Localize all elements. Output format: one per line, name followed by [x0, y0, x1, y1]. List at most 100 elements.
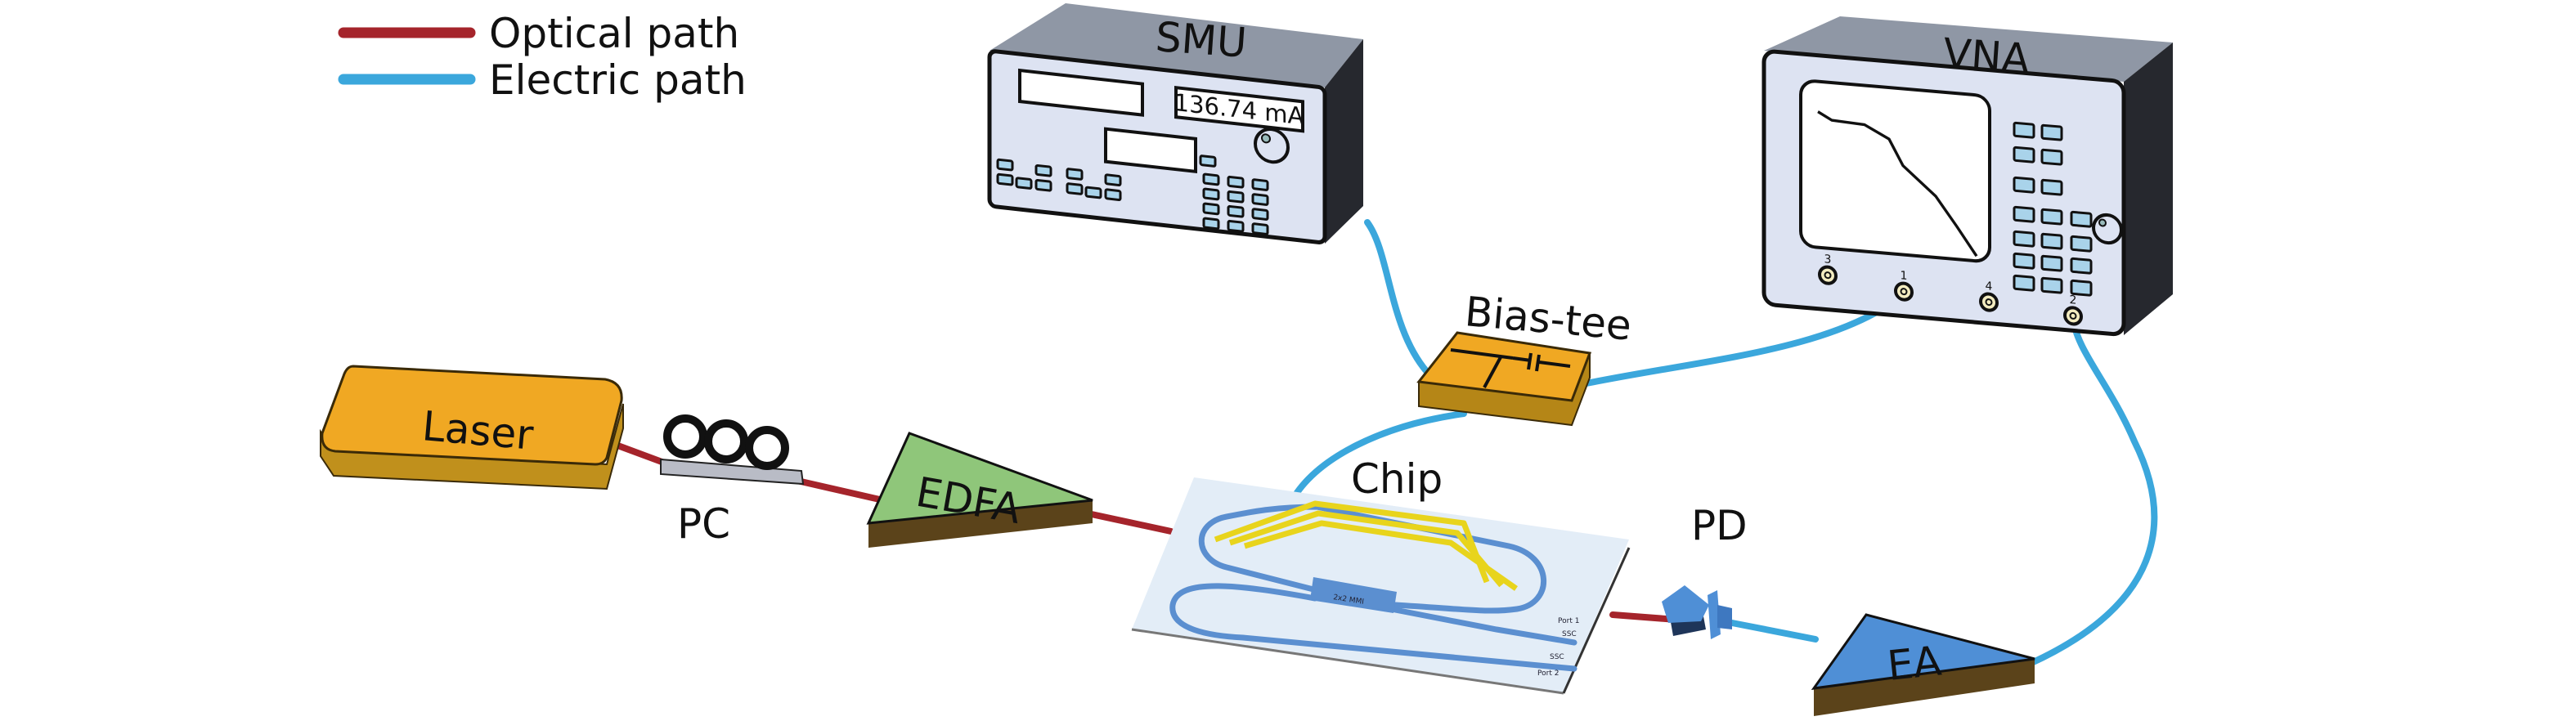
cable-biastee-chip — [1289, 410, 1467, 504]
chip-port2-label: Port 2 — [1537, 670, 1559, 678]
vna-button[interactable] — [2040, 123, 2063, 141]
legend-optical-label: Optical path — [489, 10, 739, 57]
smu-button[interactable] — [1202, 217, 1220, 231]
vna-side-face — [2124, 43, 2173, 335]
smu-label: SMU — [1154, 13, 1248, 67]
vna-port-3[interactable]: 3 — [1818, 253, 1838, 285]
vna-button-grid — [2013, 121, 2093, 297]
smu-button[interactable] — [1202, 187, 1220, 201]
ea-label: EA — [1885, 637, 1943, 690]
smu-button[interactable] — [1104, 173, 1122, 186]
vna-button[interactable] — [2070, 235, 2093, 253]
chip-waveguides — [1169, 504, 1577, 672]
vna-button[interactable] — [2040, 208, 2063, 226]
pc-loop-2 — [704, 419, 748, 464]
vna-ports: 3 1 4 2 — [1818, 253, 2083, 326]
vna-port-label: 1 — [1901, 269, 1908, 283]
edfa-side — [868, 500, 1093, 548]
vna-button[interactable] — [2013, 230, 2035, 248]
vna-button[interactable] — [2013, 274, 2035, 292]
legend-electric-label: Electric path — [489, 56, 747, 104]
fiber-chip-pd — [1609, 611, 1680, 623]
smu-button[interactable] — [1227, 204, 1245, 218]
smu-button[interactable] — [1199, 154, 1217, 168]
vna-knob[interactable] — [2092, 213, 2123, 245]
smu-instrument: SMU 136.74 mA — [987, 3, 1363, 244]
vna-port-label: 2 — [2070, 293, 2077, 307]
edfa-top — [866, 432, 1093, 525]
pd-label: PD — [1691, 502, 1748, 549]
vna-port-2[interactable]: 2 — [2063, 293, 2083, 326]
electrical-amplifier: EA — [1811, 613, 2035, 716]
chip-port1-label: Port 1 — [1558, 617, 1579, 625]
bias-tee-circuit-symbol — [1450, 348, 1571, 388]
vna-port-1[interactable]: 1 — [1894, 269, 1914, 302]
cable-ea-vna — [2026, 316, 2158, 667]
smu-display-secondary — [1104, 127, 1197, 174]
vna-top-face — [1764, 16, 2173, 82]
smu-button[interactable] — [1251, 222, 1269, 235]
vna-button[interactable] — [2040, 178, 2063, 196]
smu-button-grid — [996, 154, 1269, 235]
photodetector: PD — [1662, 502, 1748, 639]
polarization-controller: PC — [660, 414, 805, 548]
chip: 2x2 MMI Port 1 SSC SSC Port 2 Chip — [1131, 455, 1631, 695]
vna-button[interactable] — [2040, 148, 2063, 166]
vna-screen — [1799, 79, 1991, 263]
smu-button[interactable] — [1066, 168, 1084, 181]
vna-button[interactable] — [2040, 232, 2063, 250]
smu-button[interactable] — [1202, 172, 1220, 186]
smu-button[interactable] — [1084, 186, 1102, 199]
vna-button[interactable] — [2040, 254, 2063, 272]
pc-loop-1 — [663, 414, 707, 459]
smu-button[interactable] — [1015, 177, 1033, 190]
vna-button[interactable] — [2040, 276, 2063, 294]
cable-smu-biastee — [1364, 219, 1430, 375]
vna-port-label: 4 — [1986, 280, 1993, 293]
ea-side — [1814, 659, 2035, 716]
smu-display-main — [1018, 68, 1144, 117]
smu-side-face — [1325, 39, 1363, 244]
chip-label: Chip — [1351, 455, 1443, 503]
cable-pd-ea — [1729, 620, 1819, 643]
smu-knob[interactable] — [1254, 127, 1290, 164]
smu-button[interactable] — [1066, 182, 1084, 195]
chip-mmi — [1310, 577, 1397, 613]
bias-tee: Bias-tee — [1416, 288, 1633, 427]
vna-button[interactable] — [2013, 121, 2035, 139]
legend: Optical path Electric path — [338, 10, 747, 104]
smu-button[interactable] — [1202, 202, 1220, 216]
vna-button[interactable] — [2070, 279, 2093, 297]
smu-button[interactable] — [1251, 193, 1269, 206]
smu-button[interactable] — [1251, 178, 1269, 191]
smu-button[interactable] — [1227, 219, 1245, 233]
laser: Laser — [320, 365, 624, 490]
laser-top — [321, 365, 623, 466]
ea-top — [1811, 613, 2035, 690]
vna-button[interactable] — [2013, 252, 2035, 270]
smu-button[interactable] — [1227, 190, 1245, 204]
smu-button[interactable] — [996, 172, 1014, 186]
smu-button[interactable] — [1251, 208, 1269, 221]
vna-port-4[interactable]: 4 — [1979, 280, 1999, 312]
smu-readout-display — [1174, 85, 1304, 133]
vna-port-label: 3 — [1824, 253, 1832, 266]
smu-button[interactable] — [1034, 178, 1052, 192]
vna-button[interactable] — [2013, 176, 2035, 194]
pc-label: PC — [677, 500, 730, 548]
edfa: EDFA — [866, 432, 1093, 548]
vna-button[interactable] — [2013, 146, 2035, 163]
smu-top-face — [990, 3, 1363, 87]
vna-button[interactable] — [2070, 257, 2093, 275]
smu-button[interactable] — [1227, 175, 1245, 189]
fiber-pc-edfa — [794, 477, 886, 504]
smu-button[interactable] — [1034, 163, 1052, 177]
fiber-edfa-chip — [1084, 510, 1174, 535]
smu-button[interactable] — [1104, 188, 1122, 201]
vna-trace — [1817, 110, 1978, 258]
vna-button[interactable] — [2070, 210, 2093, 228]
smu-button[interactable] — [996, 158, 1014, 172]
vna-button[interactable] — [2013, 205, 2035, 223]
